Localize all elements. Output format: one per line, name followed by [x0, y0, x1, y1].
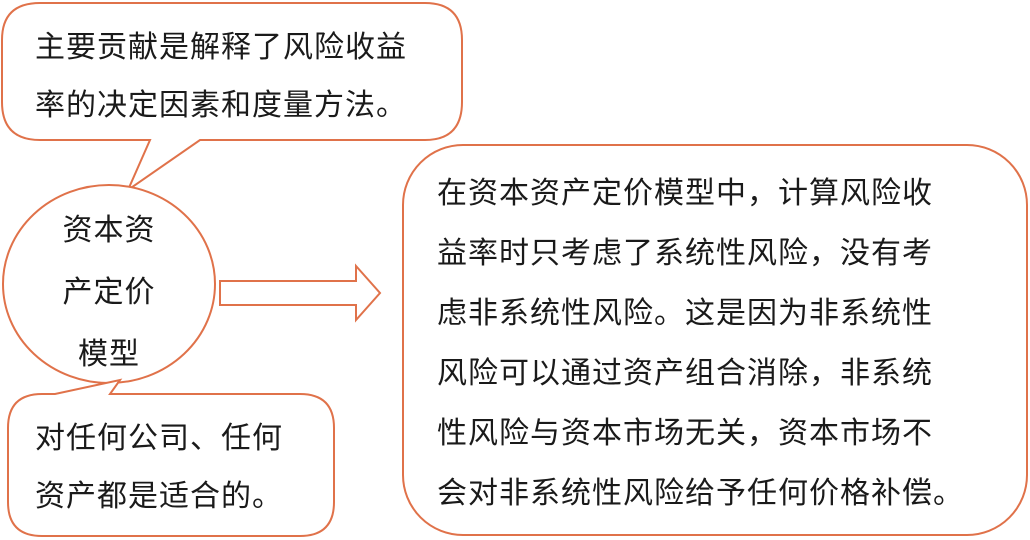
right-box-line-4: 风险可以通过资产组合消除，非系统	[437, 356, 933, 391]
right-box-shape	[402, 144, 1028, 536]
bottom-callout-shape	[7, 378, 335, 537]
top-callout-line-2: 率的决定因素和度量方法。	[35, 88, 407, 123]
right-box-line-2: 益率时只考虑了系统性风险，没有考	[437, 236, 933, 271]
center-circle-line-2: 产定价	[62, 275, 156, 310]
top-callout-line-1: 主要贡献是解释了风险收益	[35, 30, 407, 65]
right-box-line-5: 性风险与资本市场无关，资本市场不	[437, 416, 933, 451]
right-box-line-6: 会对非系统性风险给予任何价格补偿。	[437, 476, 964, 511]
top-callout-shape	[1, 2, 463, 193]
top-callout-text: 主要贡献是解释了风险收益 率的决定因素和度量方法。	[35, 19, 407, 135]
right-box-line-1: 在资本资产定价模型中，计算风险收	[437, 176, 933, 211]
bottom-callout-line-2: 资产都是适合的。	[35, 479, 283, 514]
center-circle-line-1: 资本资	[62, 213, 156, 248]
right-arrow-icon	[219, 263, 382, 323]
bottom-callout-line-1: 对任何公司、任何	[35, 421, 283, 456]
bottom-callout-text: 对任何公司、任何 资产都是适合的。	[35, 410, 283, 526]
center-circle-line-3: 模型	[78, 337, 140, 372]
right-box-line-3: 虑非系统性风险。这是因为非系统性	[437, 296, 933, 331]
right-box-text: 在资本资产定价模型中，计算风险收 益率时只考虑了系统性风险，没有考 虑非系统性风…	[437, 164, 964, 524]
center-circle-text: 资本资 产定价 模型	[30, 200, 188, 386]
